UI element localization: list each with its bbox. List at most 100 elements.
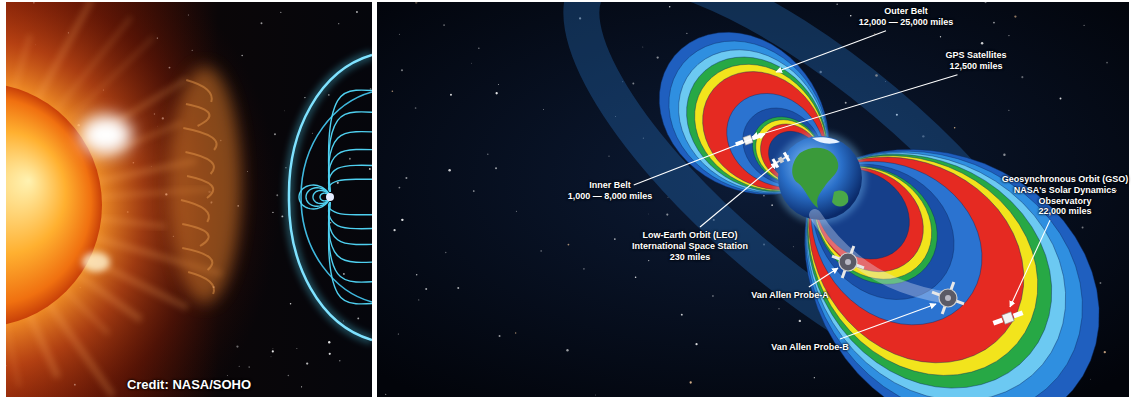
observatory-name: NASA's Solar Dynamics Observatory: [1009, 185, 1121, 207]
star: [349, 158, 351, 160]
star: [608, 156, 609, 157]
star: [471, 62, 473, 64]
star: [312, 133, 313, 134]
probe-body: [939, 289, 957, 307]
corona-ray: [13, 35, 31, 95]
distance-label: 12,000 — 25,000 miles: [859, 17, 954, 28]
star: [328, 94, 329, 95]
star: [1106, 62, 1108, 64]
star: [401, 219, 403, 221]
coronal-mass-ejection: [169, 67, 241, 303]
belt-lobe: [738, 81, 1129, 397]
satellite-body: [743, 135, 753, 145]
field-line: [329, 202, 372, 245]
star: [425, 288, 427, 290]
star: [448, 169, 450, 171]
star: [1082, 227, 1084, 229]
star: [296, 348, 298, 350]
star: [337, 182, 339, 184]
probe-detail: [945, 295, 951, 301]
star: [642, 46, 643, 47]
star: [515, 332, 516, 333]
star: [274, 133, 276, 135]
star: [369, 168, 371, 170]
corona-ray: [6, 317, 19, 386]
star: [836, 4, 837, 5]
star: [499, 335, 501, 337]
star: [398, 187, 400, 189]
leader-lines: [634, 31, 1050, 339]
radiation-belt-panel: [377, 2, 1129, 397]
orbit-name: Geosynchronous Orbit (GSO): [1002, 174, 1129, 185]
solar-panel: [783, 152, 791, 162]
star: [339, 360, 340, 361]
sun-disk: [6, 83, 102, 327]
star: [981, 42, 983, 44]
star: [405, 177, 407, 179]
star: [498, 84, 499, 85]
van-allen-probe: [932, 282, 964, 314]
gps-satellite: [734, 132, 761, 148]
field-line: [329, 202, 372, 215]
star: [647, 213, 649, 215]
star: [238, 365, 240, 367]
leader-line: [752, 75, 957, 137]
cme-filament: [182, 224, 208, 246]
star: [690, 381, 692, 383]
corona-ray: [94, 218, 165, 226]
star: [666, 214, 668, 216]
star: [1083, 25, 1084, 26]
distance-label: 230 miles: [670, 252, 711, 263]
field-line: [329, 149, 372, 192]
field-line: [329, 90, 372, 192]
star: [301, 386, 302, 387]
star: [669, 6, 671, 8]
star: [496, 92, 498, 94]
solar-corona: [6, 2, 280, 397]
star: [370, 88, 372, 90]
star: [1021, 76, 1023, 78]
star: [248, 366, 250, 368]
station-module: [778, 156, 784, 163]
star: [330, 222, 331, 223]
star: [272, 348, 274, 350]
star: [1099, 282, 1101, 284]
star: [272, 350, 274, 352]
star: [614, 238, 616, 240]
star: [515, 210, 517, 212]
star: [771, 204, 773, 206]
distance-label: 1,000 — 8,000 miles: [568, 191, 653, 202]
star: [281, 215, 283, 217]
star: [657, 56, 659, 58]
corona-ray: [46, 299, 113, 395]
continent: [832, 190, 848, 206]
star: [712, 295, 714, 297]
star: [635, 277, 637, 279]
belt-band: [627, 2, 866, 234]
belt-name: Outer Belt: [884, 6, 928, 17]
star: [443, 24, 445, 26]
bow-shock: [289, 55, 372, 340]
star: [401, 69, 403, 71]
cme-filament: [186, 104, 210, 126]
star: [984, 2, 986, 3]
belt-band: [757, 102, 1081, 397]
solar-flare: [80, 115, 132, 155]
probe-detail: [845, 259, 851, 265]
star: [792, 246, 794, 248]
field-line: [329, 165, 372, 192]
star: [632, 83, 634, 85]
belt-band: [761, 107, 1064, 397]
star: [993, 22, 995, 24]
star: [487, 153, 489, 155]
solar-flare: [82, 252, 110, 272]
star: [583, 268, 585, 270]
leader-line: [776, 31, 886, 72]
star: [473, 190, 475, 192]
belt-band: [787, 139, 953, 302]
corona-ray: [63, 37, 154, 125]
belt-band: [773, 122, 1014, 358]
field-line: [299, 185, 330, 209]
star: [543, 109, 544, 110]
star: [306, 362, 308, 364]
